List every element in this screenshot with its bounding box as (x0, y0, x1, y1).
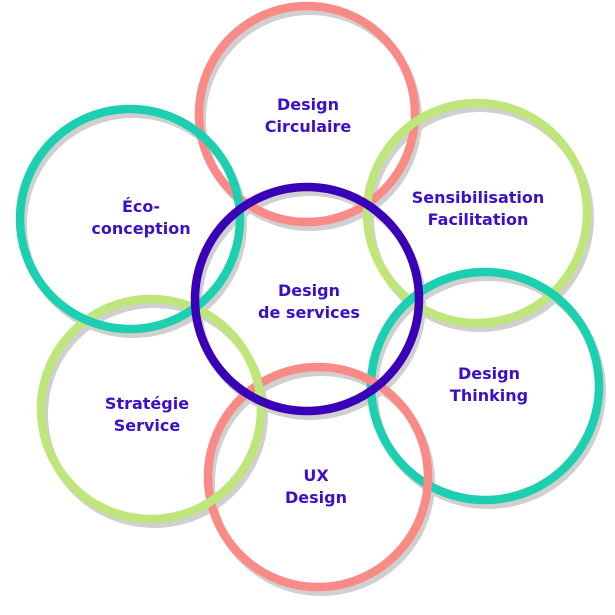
label-line: Design (278, 281, 340, 300)
label-line: Service (113, 416, 181, 435)
label-line: Design (277, 95, 339, 114)
label-line: de services (258, 303, 360, 322)
ring-ux-design (203, 362, 433, 592)
label-line: Facilitation (427, 210, 529, 229)
ring-sensibilisation (362, 98, 592, 328)
label-line: Circulaire (264, 117, 352, 136)
label-line: Sensibilisation (411, 188, 545, 207)
ring-eco-conception (15, 104, 245, 334)
label-eco-conception: Éco-conception (91, 196, 190, 240)
label-line: Design (458, 364, 520, 383)
ring-strategie (36, 294, 266, 524)
ring-design-services (190, 182, 424, 416)
label-line: Thinking (449, 386, 529, 405)
label-line: Stratégie (104, 394, 190, 413)
ring-design-circulaire (194, 1, 420, 227)
label-design-services: Design de services (258, 280, 360, 324)
label-line: conception (91, 219, 191, 238)
label-line: Éco- (121, 197, 161, 216)
label-ux-design: UX Design (285, 465, 347, 509)
label-line: UX (303, 466, 329, 485)
label-line: Design (285, 488, 347, 507)
